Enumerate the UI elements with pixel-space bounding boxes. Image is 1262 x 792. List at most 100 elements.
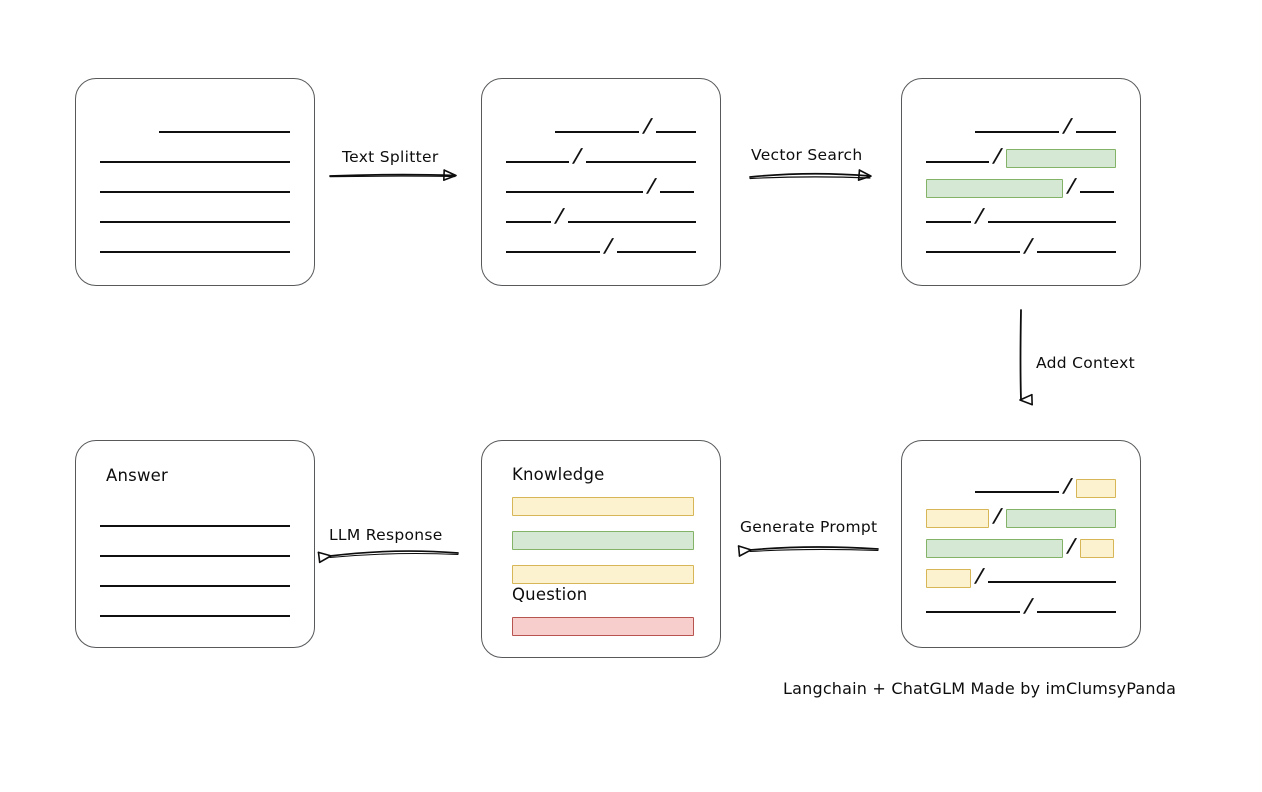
text-line	[100, 229, 290, 259]
text-segment	[987, 221, 1116, 223]
text-line: /	[926, 199, 1116, 229]
text-line: /	[926, 559, 1116, 589]
segment-spacer	[926, 484, 975, 485]
text-segment	[656, 131, 696, 133]
highlighted-segment-yellow	[926, 569, 971, 588]
text-segment	[987, 581, 1116, 583]
text-segment	[100, 615, 290, 617]
text-segment	[100, 555, 290, 557]
retrieved-chunks-lines: / / / / /	[902, 109, 1140, 259]
text-segment	[1037, 611, 1116, 613]
text-line: /	[926, 109, 1116, 139]
split-chunks-box[interactable]: /////	[481, 78, 721, 286]
text-line	[100, 593, 290, 623]
knowledge-bar-yellow	[512, 565, 694, 584]
retrieved-chunks-box[interactable]: / / / / /	[901, 78, 1141, 286]
text-line	[100, 199, 290, 229]
arrow-label-vector-search: Vector Search	[751, 146, 863, 164]
text-segment	[506, 251, 601, 253]
segment-separator-slash: /	[1063, 475, 1073, 497]
highlighted-segment-green	[926, 539, 1063, 558]
context-chunks-lines: /////	[902, 469, 1140, 619]
answer-lines	[76, 503, 314, 623]
highlighted-segment-yellow	[1076, 479, 1116, 498]
text-segment	[926, 161, 989, 163]
text-line: /	[506, 229, 696, 259]
text-line: /	[506, 139, 696, 169]
knowledge-bar-green	[512, 531, 694, 550]
segment-spacer	[506, 124, 555, 125]
text-line: /	[926, 139, 1116, 169]
source-document-box[interactable]	[75, 78, 315, 286]
segment-separator-slash: /	[1067, 175, 1076, 197]
segment-spacer	[100, 124, 159, 125]
source-document-lines	[76, 109, 314, 259]
split-chunks-lines: /////	[482, 109, 720, 259]
segment-separator-slash: /	[604, 235, 613, 257]
highlighted-segment-yellow	[926, 509, 989, 528]
text-segment	[926, 611, 1021, 613]
question-bar-red	[512, 617, 694, 636]
highlighted-segment-green	[1005, 149, 1116, 168]
segment-separator-slash: /	[572, 145, 582, 167]
text-line: /	[506, 109, 696, 139]
text-line	[100, 503, 290, 533]
answer-heading: Answer	[106, 466, 168, 485]
text-segment	[974, 491, 1060, 493]
segment-spacer	[926, 124, 975, 125]
knowledge-heading: Knowledge	[512, 465, 605, 484]
arrow-generate-prompt	[737, 545, 879, 557]
text-segment	[158, 131, 290, 133]
text-line	[100, 169, 290, 199]
text-segment	[100, 525, 290, 527]
segment-separator-slash: /	[992, 505, 1002, 527]
text-line: /	[926, 499, 1116, 529]
text-segment	[1037, 251, 1116, 253]
text-line	[100, 139, 290, 169]
answer-box[interactable]: Answer	[75, 440, 315, 648]
segment-separator-slash: /	[1063, 115, 1073, 137]
segment-separator-slash: /	[1024, 235, 1033, 257]
segment-separator-slash: /	[992, 145, 1002, 167]
segment-separator-slash: /	[554, 205, 564, 227]
arrow-vector-search	[749, 169, 872, 181]
text-segment	[506, 191, 643, 193]
text-line: /	[926, 529, 1116, 559]
text-line: /	[506, 169, 696, 199]
text-segment	[617, 251, 696, 253]
arrow-label-add-context: Add Context	[1036, 354, 1135, 372]
arrow-label-text-splitter: Text Splitter	[342, 148, 439, 166]
segment-separator-slash: /	[974, 205, 984, 227]
text-segment	[100, 161, 290, 163]
text-segment	[506, 161, 569, 163]
text-segment	[659, 191, 694, 193]
text-line: /	[506, 199, 696, 229]
text-segment	[100, 221, 290, 223]
text-line: /	[926, 469, 1116, 499]
highlighted-segment-green	[1005, 509, 1116, 528]
text-line: /	[926, 229, 1116, 259]
arrow-text-splitter	[329, 169, 457, 181]
text-segment	[100, 585, 290, 587]
segment-separator-slash: /	[1024, 595, 1033, 617]
text-segment	[926, 251, 1021, 253]
text-segment	[506, 221, 551, 223]
text-segment	[585, 161, 696, 163]
text-segment	[926, 221, 971, 223]
text-line: /	[926, 589, 1116, 619]
text-line	[100, 563, 290, 593]
text-segment	[554, 131, 640, 133]
footer-credit: Langchain + ChatGLM Made by imClumsyPand…	[783, 679, 1177, 698]
text-segment	[100, 251, 290, 253]
highlighted-segment-yellow	[1079, 539, 1114, 558]
context-chunks-box[interactable]: /////	[901, 440, 1141, 648]
text-line	[100, 533, 290, 563]
arrow-label-llm-response: LLM Response	[329, 526, 443, 544]
segment-separator-slash: /	[974, 565, 984, 587]
text-segment	[567, 221, 696, 223]
highlighted-segment-green	[926, 179, 1063, 198]
prompt-box[interactable]: Knowledge Question	[481, 440, 721, 658]
text-segment	[1079, 191, 1114, 193]
segment-separator-slash: /	[643, 115, 653, 137]
